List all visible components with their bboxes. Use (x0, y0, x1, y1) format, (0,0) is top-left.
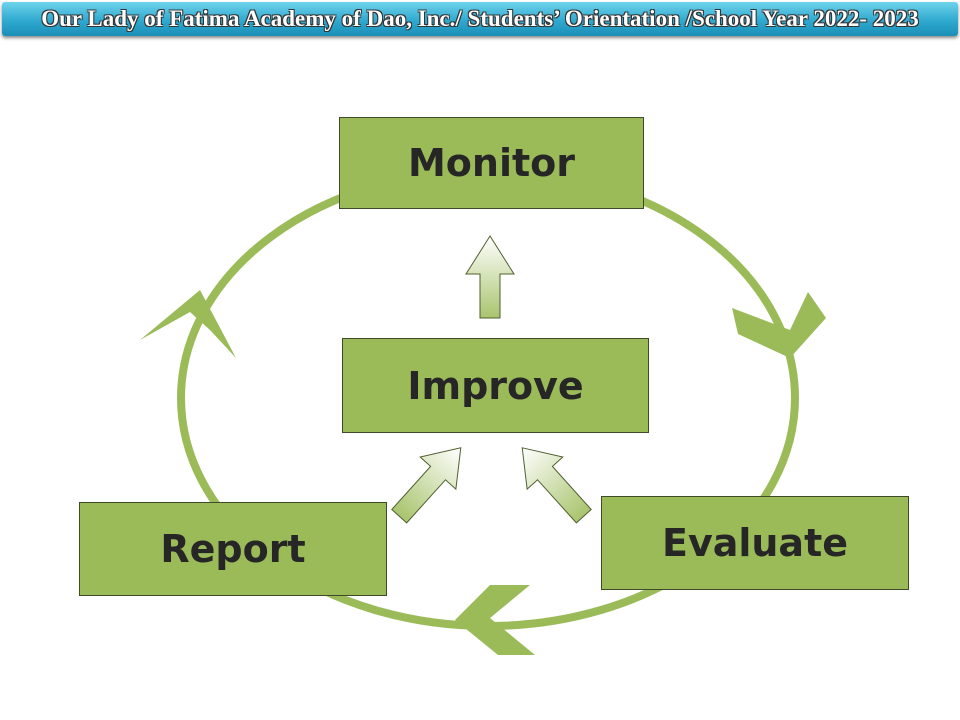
arrow-up-icon (465, 235, 515, 319)
node-evaluate-label: Evaluate (661, 521, 849, 565)
chevron-down-icon (732, 292, 826, 358)
node-monitor-label: Monitor (407, 141, 575, 185)
node-improve-label: Improve (407, 363, 584, 408)
node-improve: Improve (342, 338, 649, 433)
node-evaluate: Evaluate (601, 496, 909, 590)
arrow-diagonal-right-icon (391, 447, 462, 524)
header-title: Our Lady of Fatima Academy of Dao, Inc./… (41, 6, 919, 31)
node-report: Report (79, 502, 387, 596)
node-monitor: Monitor (339, 117, 644, 209)
chevron-up-icon (140, 290, 236, 358)
chevron-left-icon (455, 585, 535, 655)
node-report-label: Report (160, 527, 306, 571)
slide-header: Our Lady of Fatima Academy of Dao, Inc./… (2, 2, 958, 36)
arrow-diagonal-left-icon (521, 447, 592, 524)
